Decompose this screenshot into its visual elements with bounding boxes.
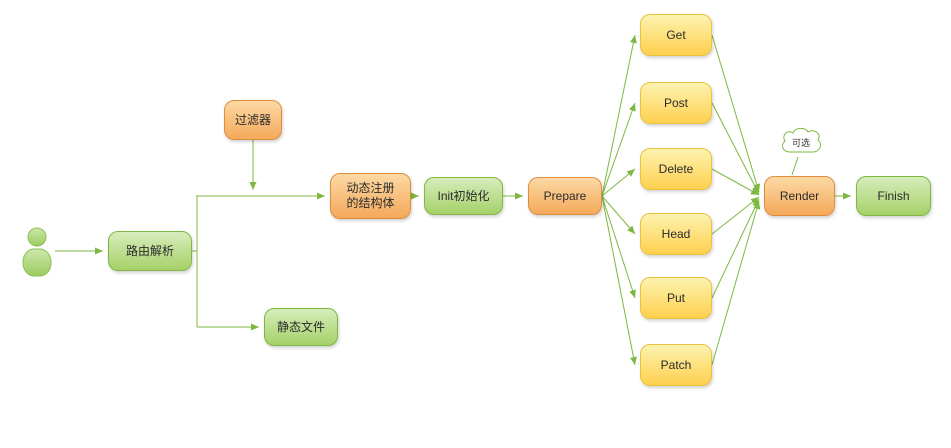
node-render-label: Render: [779, 188, 820, 203]
node-head: Head: [640, 213, 712, 255]
edge-prepare-get: [601, 34, 637, 197]
edge-patch-render: [711, 200, 761, 366]
edge-prepare-head: [601, 195, 636, 235]
edge-put-render: [711, 198, 760, 299]
node-render: Render: [764, 176, 835, 216]
edges-group: [55, 34, 851, 366]
node-put: Put: [640, 277, 712, 319]
node-patch: Patch: [640, 344, 712, 386]
person-icon-svg: [22, 227, 52, 277]
node-init: Init初始化: [424, 177, 503, 215]
edge-prepare-patch: [601, 195, 637, 366]
edge-head-render: [711, 196, 760, 235]
node-patch-label: Patch: [660, 357, 692, 372]
node-prepare: Prepare: [528, 177, 602, 215]
node-finish-label: Finish: [877, 188, 910, 203]
edge-post-render: [711, 102, 760, 195]
edge-prepare-put: [601, 195, 636, 299]
node-put-label: Put: [666, 290, 685, 305]
node-post-label: Post: [663, 95, 688, 110]
node-route-parse: 路由解析: [108, 231, 192, 271]
node-post: Post: [640, 82, 712, 124]
node-get-label: Get: [666, 27, 686, 42]
node-delete-label: Delete: [658, 161, 694, 176]
node-delete: Delete: [640, 148, 712, 190]
optional-annotation-label: 可选: [791, 138, 810, 148]
edge-delete-render: [711, 168, 760, 196]
edge-get-render: [711, 34, 761, 193]
node-filter: 过滤器: [224, 100, 282, 140]
node-static-files-label: 静态文件: [276, 319, 325, 334]
optional-cloud-annotation: 可选: [778, 126, 824, 158]
node-head-label: Head: [661, 226, 691, 241]
node-finish: Finish: [856, 176, 931, 216]
edge-cloud-render: [791, 156, 799, 176]
person-icon: [20, 227, 54, 279]
node-dynamic-struct-label: 动态注册 的结构体: [346, 181, 395, 210]
edge-prepare-delete: [601, 168, 636, 197]
node-route-parse-label: 路由解析: [125, 243, 174, 258]
node-init-label: Init初始化: [437, 188, 490, 203]
node-get: Get: [640, 14, 712, 56]
edge-prepare-post: [601, 102, 636, 197]
node-filter-label: 过滤器: [234, 112, 271, 127]
cloud-shape-icon: [782, 127, 821, 153]
node-static-files: 静态文件: [264, 308, 338, 346]
node-prepare-label: Prepare: [543, 188, 587, 203]
node-dynamic-struct: 动态注册 的结构体: [330, 173, 411, 219]
